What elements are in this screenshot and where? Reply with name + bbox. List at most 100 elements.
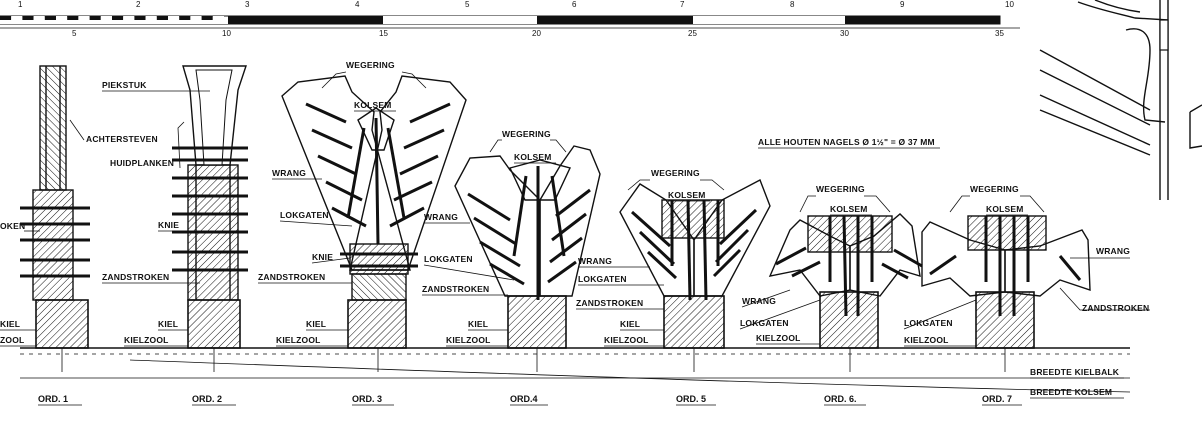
label-kiel-ord4: KIEL [468,319,488,329]
label-kiel-ord3: KIEL [306,319,326,329]
label-kiel-partial: KIEL [0,319,20,329]
scale-segment [123,16,135,20]
label-wegering-ord6: WEGERING [816,184,865,194]
scale-segment [537,20,693,24]
label-breedte-kielbalk: BREEDTE KIELBALK [1030,367,1120,377]
label-piekstuk: PIEKSTUK [102,80,147,90]
scale-top-tick: 7 [680,0,685,9]
scale-segment [0,16,12,20]
label-achtersteven: ACHTERSTEVEN [86,134,158,144]
scale-bottom-tick: 15 [379,29,388,38]
label-zandstroken-ord2: ZANDSTROKEN [102,272,169,282]
scale-top-tick: 8 [790,0,795,9]
frame-ord-2: PIEKSTUK ACHTERSTEVEN HUIDPLANKEN KNIE Z… [69,65,248,406]
scale-segment [56,16,68,20]
scale-segment [228,20,383,24]
scale-bottom-tick: 35 [995,29,1004,38]
scale-top-tick: 4 [355,0,360,9]
scale-segment [179,16,191,20]
label-kolsem-ord4: KOLSEM [514,152,552,162]
frame-ord-5: WEGERING KOLSEM WRANG LOKGATEN ZANDSTROK… [576,168,771,406]
ord-6-label: ORD. 6. [824,394,857,404]
label-kielzool-ord4: KIELZOOL [446,335,491,345]
frame-ord-3: WEGERING KOLSEM WRANG LOKGATEN KNIE ZAND… [258,60,467,406]
label-zandstroken-ord3: ZANDSTROKEN [258,272,325,282]
scale-segment [168,16,180,20]
scale-top-tick: 2 [136,0,141,9]
scale-bottom-labels: 5 10 15 20 25 30 35 [72,29,1004,38]
scale-segment [11,16,23,20]
label-kolsem-ord3: KOLSEM [354,100,392,110]
label-lokgaten-ord6: LOKGATEN [740,318,789,328]
label-zool-partial: ZOOL [0,335,24,345]
label-wegering-ord5: WEGERING [651,168,700,178]
edge-detail-sketch [1039,0,1202,200]
scale-segment [845,16,1000,20]
label-wegering-ord4: WEGERING [502,129,551,139]
scale-bar: 1 2 3 4 5 6 7 8 9 10 5 10 15 20 25 30 35 [0,0,1020,38]
label-lokgaten-ord5: LOKGATEN [578,274,627,284]
scale-top-tick: 5 [465,0,470,9]
scale-top-tick: 1 [18,0,23,9]
scale-segment [0,20,228,24]
scale-segment [693,16,845,20]
scale-top-tick: 10 [1005,0,1014,9]
frame-ord-1: OKEN KIEL ZOOL ORD. 1 [0,65,90,406]
scale-segment [44,16,56,20]
ord-3-label: ORD. 3 [352,394,382,404]
label-kielzool-ord6: KIELZOOL [756,333,801,343]
label-wrang-ord7: WRANG [1096,246,1130,256]
scale-segment [67,16,79,20]
label-kolsem-ord5: KOLSEM [668,190,706,200]
scale-segment [190,16,202,20]
scale-segment [383,20,537,24]
scale-segment [89,16,101,20]
label-lokgaten-ord4: LOKGATEN [424,254,473,264]
scale-segment [112,16,124,20]
scale-segment [201,16,213,20]
scale-segment [693,20,845,24]
breedte-kolsem-curve [129,359,1131,393]
label-kiel-ord5: KIEL [620,319,640,329]
scale-top-labels: 1 2 3 4 5 6 7 8 9 10 [18,0,1014,9]
frame-ord-6: WEGERING KOLSEM WRANG LOKGATEN KIELZOOL … [739,184,923,406]
label-oken-partial: OKEN [0,221,25,231]
ord-5-label: ORD. 5 [676,394,706,404]
scale-bottom-tick: 25 [688,29,697,38]
label-breedte-kolsem: BREEDTE KOLSEM [1030,387,1112,397]
frame-ord-7: WEGERING KOLSEM WRANG ZANDSTROKEN LOKGAT… [903,184,1150,406]
scale-segment [537,16,693,20]
label-zandstroken-ord7: ZANDSTROKEN [1082,303,1149,313]
label-kielzool-ord7: KIELZOOL [904,335,949,345]
label-wrang-ord5: WRANG [578,256,612,266]
label-wegering-ord7: WEGERING [970,184,1019,194]
scale-segment [134,16,146,20]
scale-segment [33,16,45,20]
ord-7-label: ORD. 7 [982,394,1012,404]
scale-segment [100,16,112,20]
label-huidplanken: HUIDPLANKEN [110,158,174,168]
ord-1-label: ORD. 1 [38,394,68,404]
label-kolsem-ord6: KOLSEM [830,204,868,214]
label-kielzool-ord5: KIELZOOL [604,335,649,345]
scale-segment [845,20,1000,24]
scale-bottom-tick: 5 [72,29,77,38]
label-kielzool-ord3: KIELZOOL [276,335,321,345]
ord-2-label: ORD. 2 [192,394,222,404]
note-wooden-nails: ALLE HOUTEN NAGELS Ø 1½" = Ø 37 MM [758,137,935,147]
scale-top-tick: 9 [900,0,905,9]
label-zandstroken-ord5: ZANDSTROKEN [576,298,643,308]
label-kiel-ord2: KIEL [158,319,178,329]
frame-ord-4: WEGERING KOLSEM WRANG LOKGATEN ZANDSTROK… [422,129,601,406]
reference-lines [20,347,1131,393]
label-wrang-ord4: WRANG [424,212,458,222]
scale-segment [228,16,383,20]
scale-segment [145,16,157,20]
label-zandstroken-ord4: ZANDSTROKEN [422,284,489,294]
label-knie-ord2: KNIE [158,220,179,230]
scale-top-tick: 3 [245,0,250,9]
label-lokgaten-ord3: LOKGATEN [280,210,329,220]
scale-segment [212,16,224,20]
